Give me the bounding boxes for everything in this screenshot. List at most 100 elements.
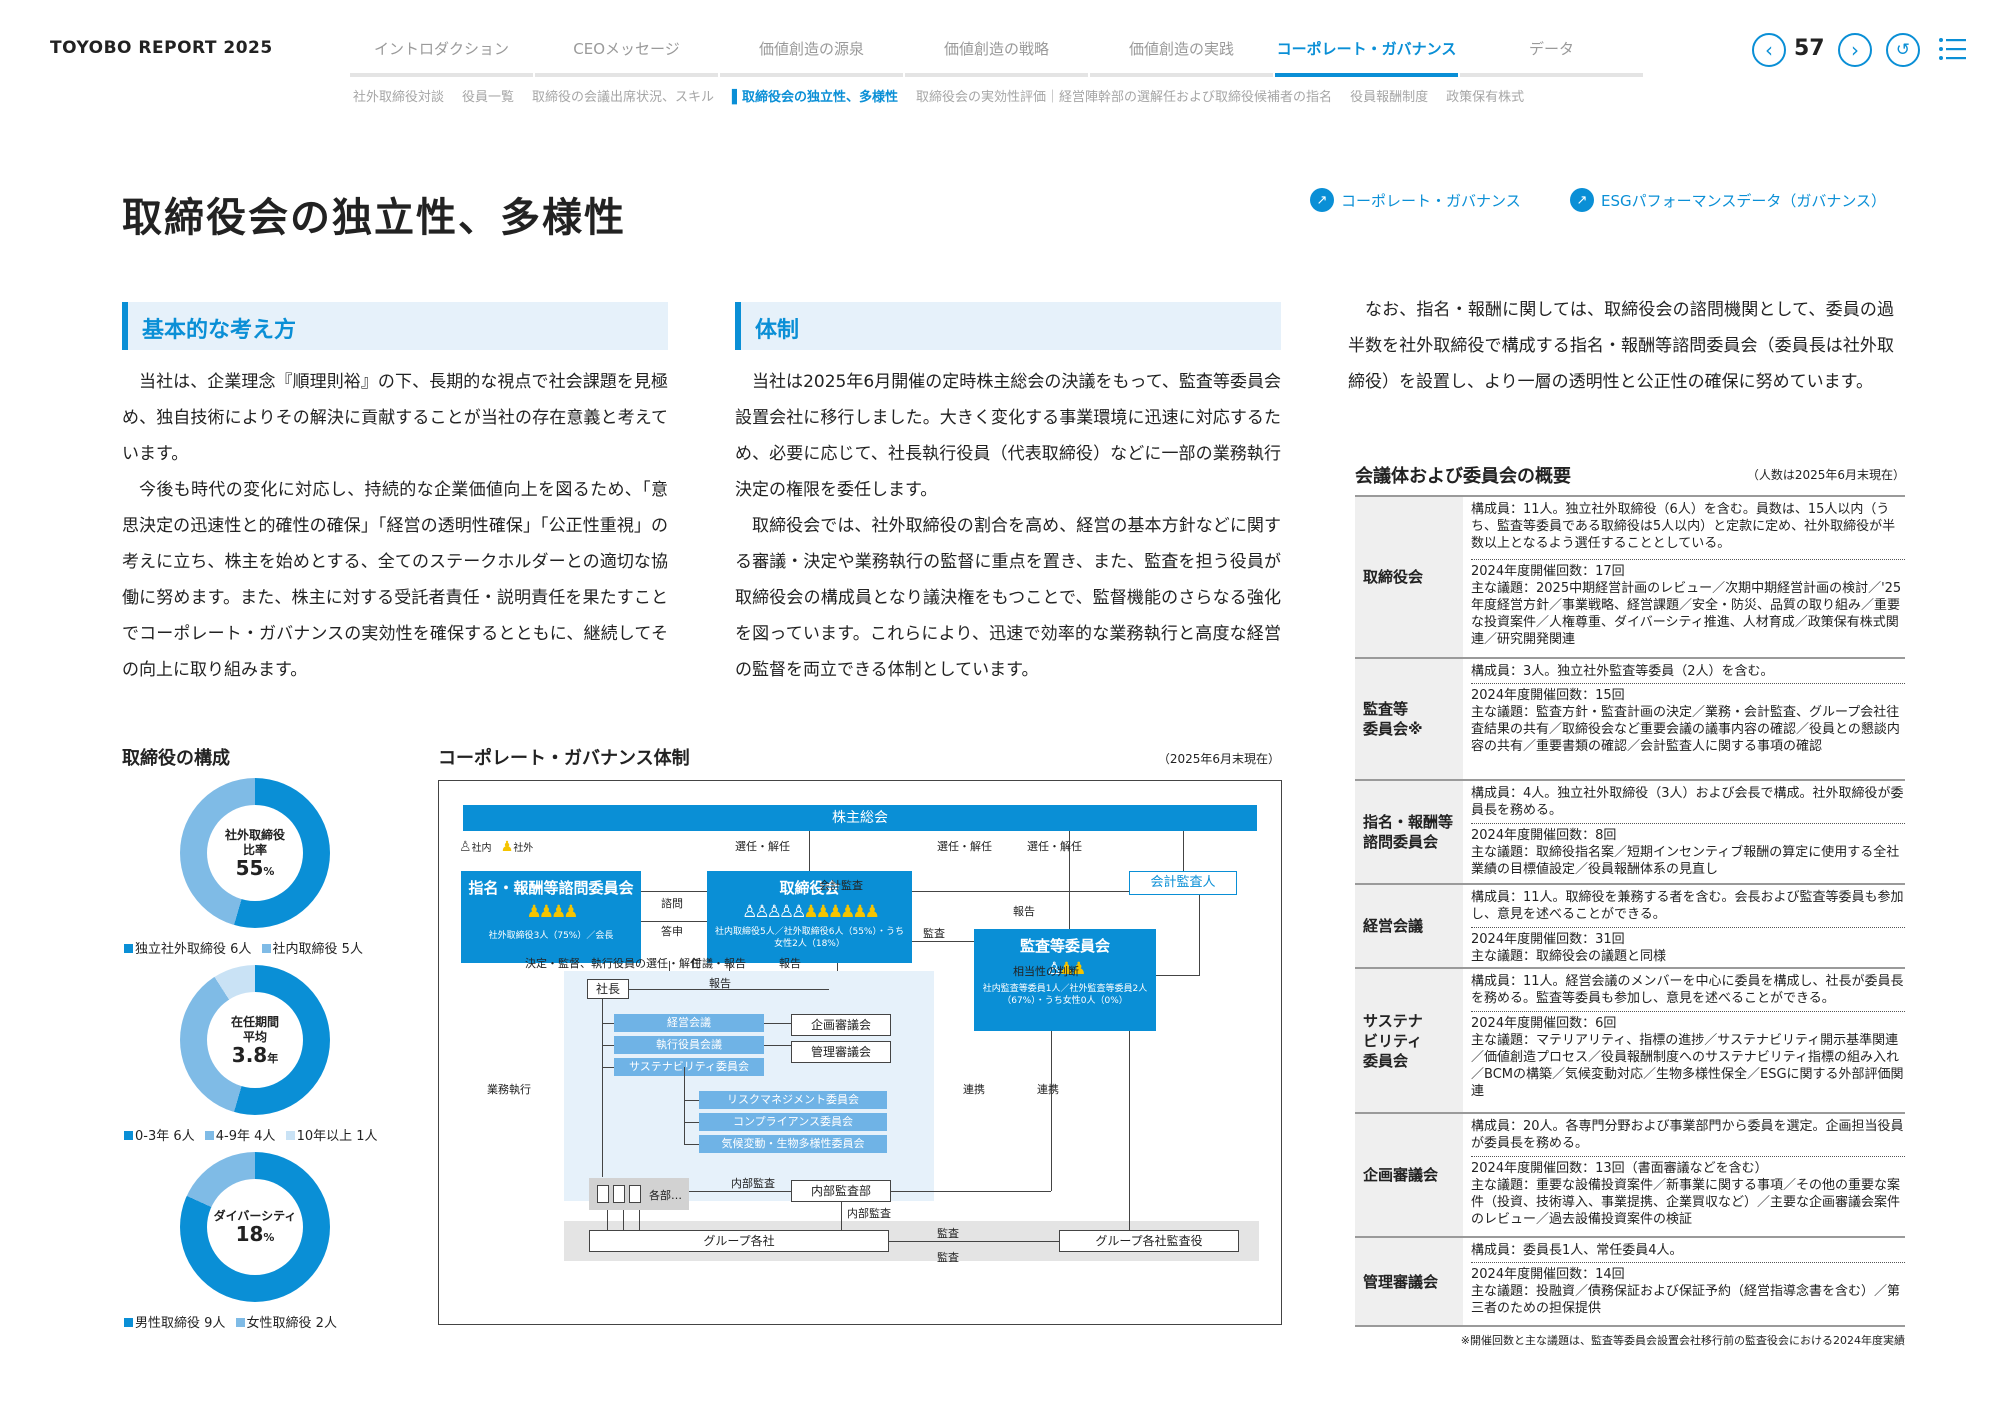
label-internal-audit: 内部監査 [847,1207,891,1220]
subnav-compensation[interactable]: 役員報酬制度 [1350,90,1429,105]
label-report: 報告 [709,977,731,990]
prev-page-button[interactable]: ‹ [1752,33,1786,67]
donut-label: 比率 [242,842,267,857]
nav-strategy[interactable]: 価値創造の戦略 [905,38,1088,77]
connector-line [669,961,670,971]
row-meeting-count: 2024年度開催回数：6回 [1471,1016,1617,1031]
audit-committee-note: 社内監査等委員1人／社外監査等委員2人（67%）・うち女性0人（0%） [982,984,1148,1006]
nav-source[interactable]: 価値創造の源泉 [720,38,903,77]
row-name: 企画審議会 [1355,1114,1463,1236]
sub-nav: 社外取締役対談 役員一覧 取締役の会議出席状況、スキル ▌取締役会の独立性、多様性 取締… [353,86,1542,105]
connector-line [602,1023,614,1024]
row-topics: 主な議題：2025中期経営計画のレビュー／次期中期経営計画の検討／'25年度経営… [1471,581,1902,647]
row-divider [1471,1262,1905,1263]
subnav-dialogue[interactable]: 社外取締役対談 [353,90,445,105]
legend-label: 10年以上 1人 [296,1129,378,1144]
donut-value: 55% [235,855,275,880]
compliance-committee: コンプライアンス委員会 [699,1113,887,1131]
label-execution: 業務執行 [487,1083,531,1096]
donut-label: ダイバーシティ [213,1209,297,1223]
subnav-shares[interactable]: 政策保有株式 [1446,90,1525,105]
connector-line [684,1122,699,1123]
donut-value: 18% [235,1222,275,1246]
board-of-directors: 取締役会 ♙♙♙♙♙♟♟♟♟♟♟ 社内取締役5人／社外取締役6人（55%）・うち… [707,871,912,963]
row-members: 構成員：4人。独立社外取締役（3人）および会長で構成。社外取締役が委員長を務める… [1471,786,1904,818]
page-number: 57 [1794,36,1825,61]
row-topics: 主な議題：投融資／債務保証および保証予約（経営指導念書を含む）／第三者のための担… [1471,1284,1901,1316]
paragraph: 当社は、企業理念『順理則裕』の下、長期的な視点で社会課題を見極め、独自技術により… [122,372,668,464]
subnav-attendance[interactable]: 取締役の会議出席状況、スキル [532,90,715,105]
row-meeting-count: 2024年度開催回数：31回 [1471,932,1625,947]
internal-audit-department: 内部監査部 [791,1180,891,1202]
section-body-structure: 当社は2025年6月開催の定時株主総会の決議をもって、監査等委員会設置会社に移行… [735,364,1281,688]
people-icon: ♟♟♟♟ [526,902,579,922]
esg-data-link[interactable]: ↗ESGパフォーマンスデータ（ガバナンス） [1570,188,1886,212]
legend-internal: 社内 [471,843,492,854]
connector-line [607,1210,608,1230]
label-reply: 答申 [661,925,683,938]
departments-label: 各部… [649,1189,682,1202]
row-name: 指名・報酬等 諮問委員会 [1355,781,1463,883]
main-nav: イントロダクション CEOメッセージ 価値創造の源泉 価値創造の戦略 価値創造の… [350,38,1645,77]
nav-intro[interactable]: イントロダクション [350,38,533,77]
table-row: 監査等 委員会※構成員：3人。独立社外監査等委員（2人）を含む。2024年度開催… [1355,657,1905,779]
table-row: サステナ ビリティ 委員会構成員：11人。経営会議のメンバーを中心に委員を構成し… [1355,967,1905,1112]
connector-line [889,1241,1059,1242]
nav-governance[interactable]: コーポレート・ガバナンス [1275,38,1458,77]
connector-line [684,1067,685,1144]
section-heading-basic: 基本的な考え方 [122,302,668,350]
row-divider [1471,683,1905,684]
connector-line [641,891,707,892]
donut-label: 社外取締役 [224,827,285,842]
row-members: 構成員：11人。取締役を兼務する者を含む。会長および監査等委員も参加し、意見を述… [1471,890,1904,922]
table-row: 経営会議構成員：11人。取締役を兼務する者を含む。会長および監査等委員も参加し、… [1355,883,1905,967]
table-bottom-rule [1355,1325,1905,1327]
governance-diagram: 株主総会 ♙社内 ♟社外 指名・報酬等諮問委員会 ♟♟♟♟ 社外取締役3人（75… [438,780,1282,1325]
departments: 各部… [589,1178,689,1210]
row-topics: 主な議題：取締役指名案／短期インセンティブ報酬の算定に使用する全社業績の目標値設… [1471,845,1900,877]
audit-committee-title: 監査等委員会 [1019,937,1110,955]
connector-line [891,1191,1051,1192]
risk-management-committee: リスクマネジメント委員会 [699,1091,887,1109]
return-icon: ↺ [1895,40,1911,60]
connector-line [689,1191,791,1192]
execution-area [564,971,934,1201]
menu-button[interactable] [1938,36,1966,62]
back-button[interactable]: ↺ [1886,33,1920,67]
nav-data[interactable]: データ [1460,38,1643,77]
legend-swatch [261,944,271,953]
donut-label: 在任期間 [230,1014,279,1029]
label-link: 連携 [963,1083,985,1096]
nav-practice[interactable]: 価値創造の実践 [1090,38,1273,77]
row-name: サステナ ビリティ 委員会 [1355,969,1463,1112]
nav-ceo[interactable]: CEOメッセージ [535,38,718,77]
external-link-icon: ↗ [1310,188,1334,212]
next-page-button[interactable]: › [1838,33,1872,67]
row-divider [1471,1011,1905,1012]
governance-link[interactable]: ↗コーポレート・ガバナンス [1310,188,1521,212]
legend-label: 0-3年 6人 [135,1129,199,1144]
esg-data-link-label: ESGパフォーマンスデータ（ガバナンス） [1601,191,1887,210]
table-row: 取締役会構成員：11人。独立社外取締役（6人）を含む。員数は、15人以内（うち、… [1355,495,1905,657]
legend-label: 独立社外取締役 6人 [135,942,256,957]
page-title: 取締役会の独立性、多様性 [122,195,626,241]
shareholders-meeting: 株主総会 [463,805,1257,831]
donut-legend: 男性取締役 9人 女性取締役 2人 [124,1312,343,1331]
connector-line [641,921,707,922]
subnav-officers[interactable]: 役員一覧 [462,90,515,105]
composition-title: 取締役の構成 [122,748,230,769]
label-elect: 選任・解任 [1027,840,1082,853]
people-icon: ♙♙♙♙♙♟♟♟♟♟♟ [742,902,880,922]
connector-line [809,831,810,871]
subnav-evaluation[interactable]: 取締役会の実効性評価｜経営陣幹部の選解任および取締役候補者の指名 [916,90,1333,105]
row-topics: 主な議題：取締役会の議題と同様 [1471,949,1667,964]
label-internal-audit: 内部監査 [731,1177,775,1190]
people-icon: ♙♟♟ [1046,959,1087,979]
subnav-independence[interactable]: ▌取締役会の独立性、多様性 [732,90,899,105]
label-elect: 選任・解任 [735,840,790,853]
legend-label: 社内取締役 5人 [272,942,363,957]
legend-swatch [285,1131,295,1140]
